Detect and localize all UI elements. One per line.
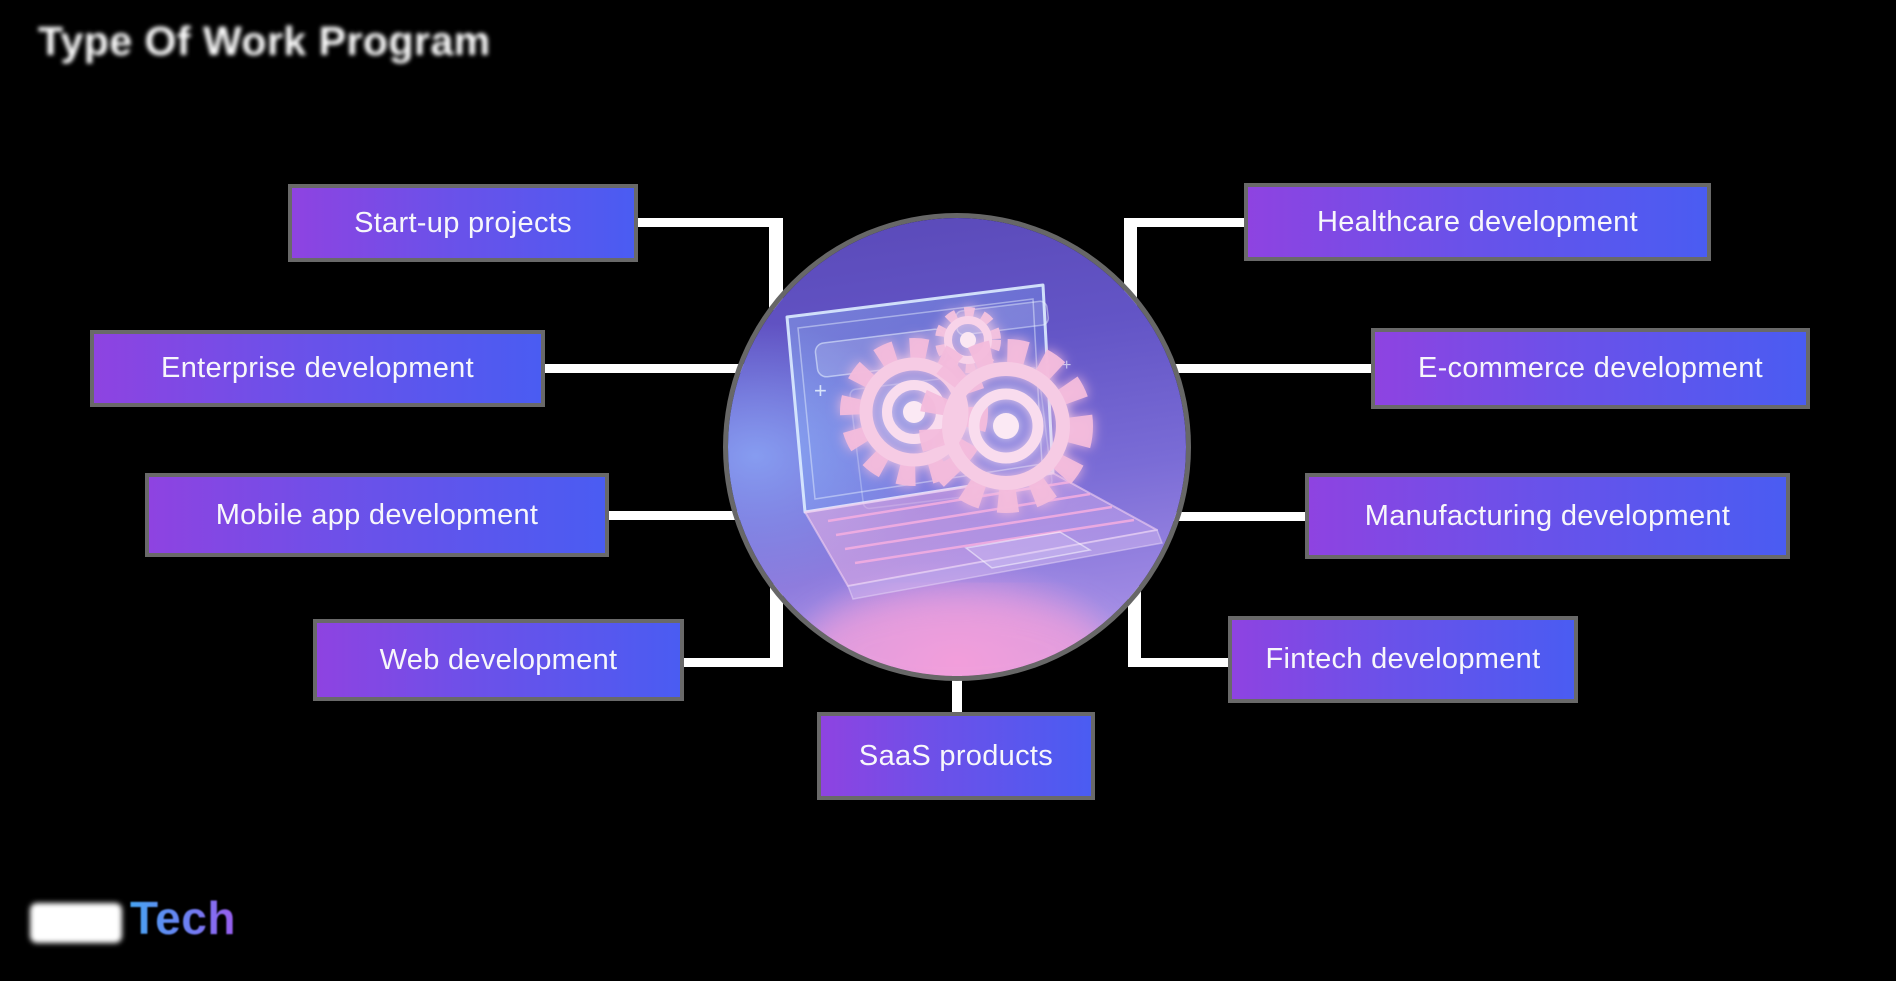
center-circle-illustration: + + [728,218,1186,676]
node-label: Fintech development [1265,643,1541,675]
node-label: Manufacturing development [1364,499,1731,532]
sparkle-plus-icon: + [1062,357,1071,374]
node-box-healthcare: Healthcare development [1244,183,1711,261]
connector-manufacturing-horizontal [1168,512,1306,521]
pink-reflection-glow [804,594,1108,676]
node-label: Mobile app development [215,498,539,531]
logo-mark [30,903,122,943]
connector-healthcare-vertical [1124,218,1137,308]
node-box-manufacturing: Manufacturing development [1305,473,1790,559]
page-title: Type Of Work Program [38,18,491,64]
laptop-trackpad [964,531,1093,569]
node-label: Healthcare development [1317,205,1638,238]
logo-text: Tech [130,892,236,944]
connector-healthcare-horizontal [1128,218,1246,227]
logo: Tech [30,890,236,946]
node-label: SaaS products [858,739,1054,772]
node-box-enterprise: Enterprise development [90,330,545,407]
sparkle-plus-icon: + [814,378,827,403]
connector-web-horizontal [682,658,783,667]
connector-web-vertical [770,584,783,667]
connector-fintech-vertical [1128,586,1141,667]
node-box-saas: SaaS products [817,712,1095,800]
gears-icon [840,307,1093,513]
connector-enterprise-horizontal [543,364,748,373]
connector-fintech-horizontal [1133,658,1230,667]
connector-ecommerce-horizontal [1174,364,1372,373]
connector-startup-vertical [769,218,783,310]
laptop-keyboard [804,472,1164,600]
connector-saas-vertical [952,670,962,714]
node-label: Web development [379,643,618,676]
node-box-fintech: Fintech development [1228,616,1578,703]
node-box-web: Web development [313,619,684,701]
node-box-ecommerce: E-commerce development [1371,328,1810,409]
connector-mobile-horizontal [607,511,747,520]
node-box-mobile-app: Mobile app development [145,473,609,557]
node-label: Enterprise development [161,352,474,384]
node-box-startup: Start-up projects [288,184,638,262]
node-label: Start-up projects [354,206,572,239]
connector-startup-horizontal [636,218,783,227]
laptop-with-gears-illustration: + + [785,283,1164,676]
node-label: E-commerce development [1417,352,1764,384]
